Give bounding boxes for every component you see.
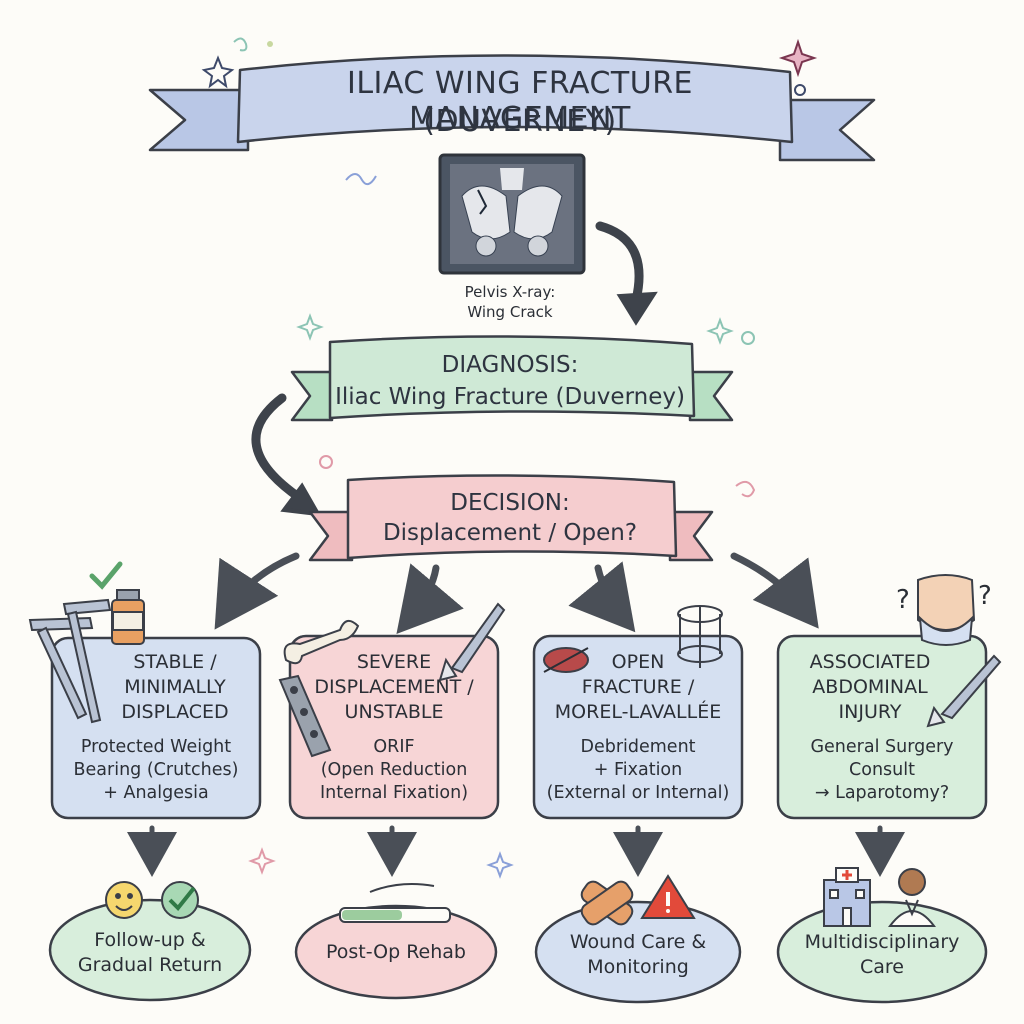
diagnosis-to-decision-arrow [251, 393, 322, 517]
outcome-followup: Follow-up & Gradual Return [60, 928, 240, 978]
outcome-multidisciplinary: Multidisciplinary Care [788, 930, 976, 980]
xray-caption-line1: Pelvis X-ray: [464, 283, 556, 301]
branch-title-abdominal: ASSOCIATED ABDOMINAL INJURY [790, 650, 950, 725]
branch-body-abdominal: General Surgery Consult → Laparotomy? [784, 736, 980, 805]
branch-body-line: Internal Fixation) [319, 783, 469, 803]
branch-arrows [214, 552, 819, 635]
branch-body-line: (External or Internal) [546, 783, 730, 803]
outcome-line: Wound Care & [569, 931, 707, 953]
svg-text:?: ? [978, 581, 992, 611]
outcome-line: Care [860, 956, 904, 978]
branch-body-line: Debridement [580, 737, 696, 757]
branch-body-severe: ORIF (Open Reduction Internal Fixation) [296, 736, 492, 805]
branch-title-open: OPEN FRACTURE / MOREL-LAVALLÉE [542, 650, 734, 725]
branch-title-line: DISPLACEMENT / [314, 676, 474, 698]
diagnosis-ribbon [290, 335, 734, 422]
svg-text:?: ? [896, 585, 910, 615]
scalpel-icon-2 [926, 654, 1002, 728]
warning-triangle-icon [640, 874, 696, 919]
branch-title-line: STABLE / [133, 651, 217, 673]
decision-ribbon [308, 474, 714, 562]
fixation-plate-icon [278, 674, 332, 758]
branch-box-abdominal [776, 634, 988, 820]
outcome-line: Gradual Return [77, 954, 223, 976]
outcome-line: Follow-up & [94, 929, 206, 951]
branch-title-line: OPEN [611, 651, 665, 673]
outcome-arrows [127, 825, 905, 877]
crutches-icon [28, 598, 112, 724]
question-mark-icons: ? ? [896, 581, 992, 615]
branch-box-stable [50, 636, 262, 820]
branch-body-line: Bearing (Crutches) [73, 760, 239, 780]
branch-title-stable: STABLE / MINIMALLY DISPLACED [100, 650, 250, 725]
external-fixator-icon [677, 605, 723, 668]
branch-title-line: SEVERE [356, 651, 432, 673]
doctor-icon [888, 868, 936, 927]
decorative-sparkles [201, 37, 818, 879]
branch-title-line: MINIMALLY [124, 676, 226, 698]
outcome-ellipse-3 [534, 900, 742, 1004]
branch-box-severe [288, 634, 500, 820]
scalpel-icon [438, 602, 506, 682]
branch-body-line: + Fixation [593, 760, 683, 780]
bandage-icon [580, 880, 634, 926]
smiley-icon [105, 881, 143, 919]
xray-caption: Pelvis X-ray: Wing Crack [430, 282, 590, 322]
outcome-ellipse-2 [294, 904, 498, 1000]
branch-title-line: INJURY [838, 701, 902, 723]
xray-caption-line2: Wing Crack [467, 303, 553, 321]
outcome-woundcare: Wound Care & Monitoring [548, 930, 728, 980]
branch-box-open [532, 634, 744, 820]
medicine-bottle-icon [111, 589, 145, 645]
check-circle-icon [161, 881, 199, 919]
outcome-line: Monitoring [587, 956, 689, 978]
outcome-postop: Post-Op Rehab [306, 940, 486, 965]
progress-bar-icon [339, 883, 451, 923]
wound-icon [543, 647, 589, 673]
pelvis-xray-image [438, 153, 586, 275]
abdomen-icon [917, 574, 976, 646]
check-mark-icon [89, 561, 123, 590]
branch-title-line: DISPLACED [121, 701, 229, 723]
branch-body-line: → Laparotomy? [814, 783, 950, 803]
branch-title-line: UNSTABLE [344, 701, 444, 723]
branch-body-line: ORIF [373, 737, 415, 757]
hospital-icon [823, 867, 871, 927]
decision-heading: DECISION: [450, 490, 570, 516]
branch-title-line: FRACTURE / [581, 676, 695, 698]
branch-title-line: MOREL-LAVALLÉE [554, 701, 722, 723]
branch-body-line: (Open Reduction [320, 760, 468, 780]
outcome-line: Post-Op Rehab [326, 941, 466, 963]
branch-title-line: ABDOMINAL [812, 676, 928, 698]
branch-body-line: + Analgesia [103, 783, 209, 803]
branch-body-open: Debridement + Fixation (External or Inte… [538, 736, 738, 805]
diagnosis-text: Iliac Wing Fracture (Duverney) [335, 384, 685, 410]
page-subtitle: (DUVERNEY) [423, 104, 617, 139]
branch-body-line: Protected Weight [80, 737, 232, 757]
bone-icon [283, 619, 360, 665]
branch-body-line: General Surgery [810, 737, 954, 757]
decision-question: Displacement / Open? [382, 520, 638, 546]
branch-body-stable: Protected Weight Bearing (Crutches) + An… [58, 736, 254, 805]
diagnosis-heading: DIAGNOSIS: [441, 352, 579, 378]
page-title: ILIAC WING FRACTURE MANAGEMENT [346, 66, 694, 136]
branch-body-line: Consult [849, 760, 915, 780]
outcome-ellipse-1 [48, 898, 252, 1002]
outcome-line: Multidisciplinary [804, 931, 960, 953]
branch-title-severe: SEVERE DISPLACEMENT / UNSTABLE [300, 650, 488, 725]
branch-title-line: ASSOCIATED [809, 651, 931, 673]
title-ribbon [148, 54, 876, 162]
xray-to-diagnosis-arrow [595, 221, 658, 326]
